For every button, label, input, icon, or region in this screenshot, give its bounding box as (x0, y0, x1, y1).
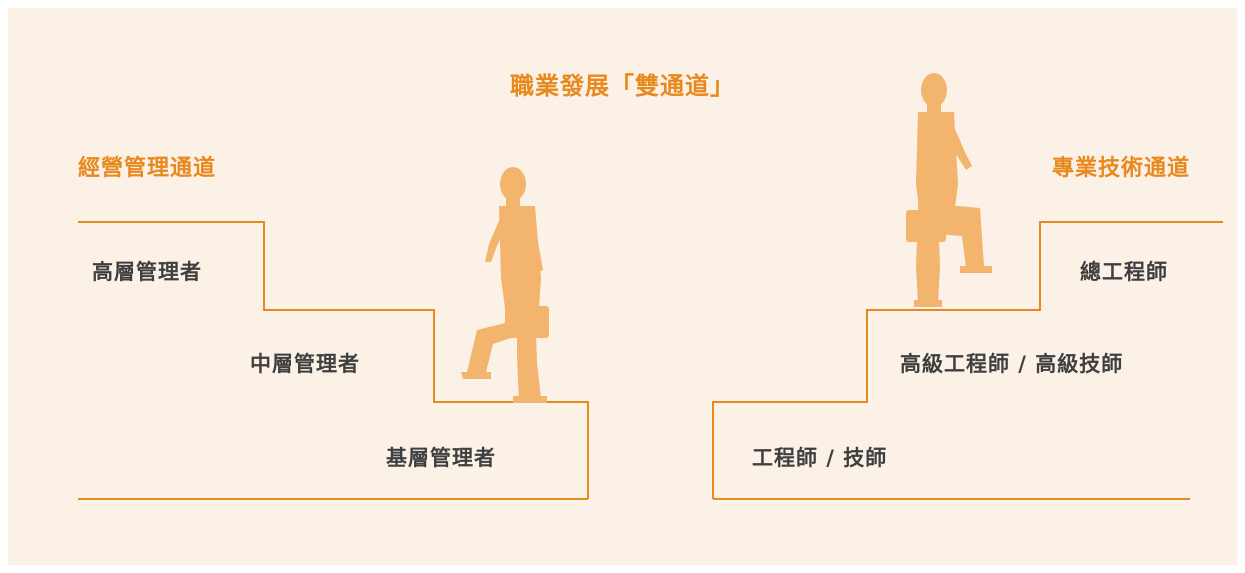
diagram-title: 職業發展「雙通道」 (510, 72, 735, 100)
level-chief-engineer: 總工程師 (1080, 260, 1168, 284)
level-senior-engineer: 高級工程師 / 高級技師 (900, 352, 1124, 376)
level-middle-manager: 中層管理者 (250, 352, 360, 376)
walking-businessman-icon (461, 167, 549, 403)
diagram-panel (8, 8, 1237, 565)
level-engineer: 工程師 / 技師 (752, 446, 888, 470)
walking-businessman-icon (906, 73, 992, 307)
right-staircase (712, 221, 1223, 499)
management-track-title: 經營管理通道 (78, 156, 217, 181)
level-junior-manager: 基層管理者 (386, 446, 496, 470)
left-staircase (78, 221, 589, 499)
technical-track-title: 專業技術通道 (1051, 156, 1190, 181)
level-senior-manager: 高層管理者 (92, 260, 202, 284)
